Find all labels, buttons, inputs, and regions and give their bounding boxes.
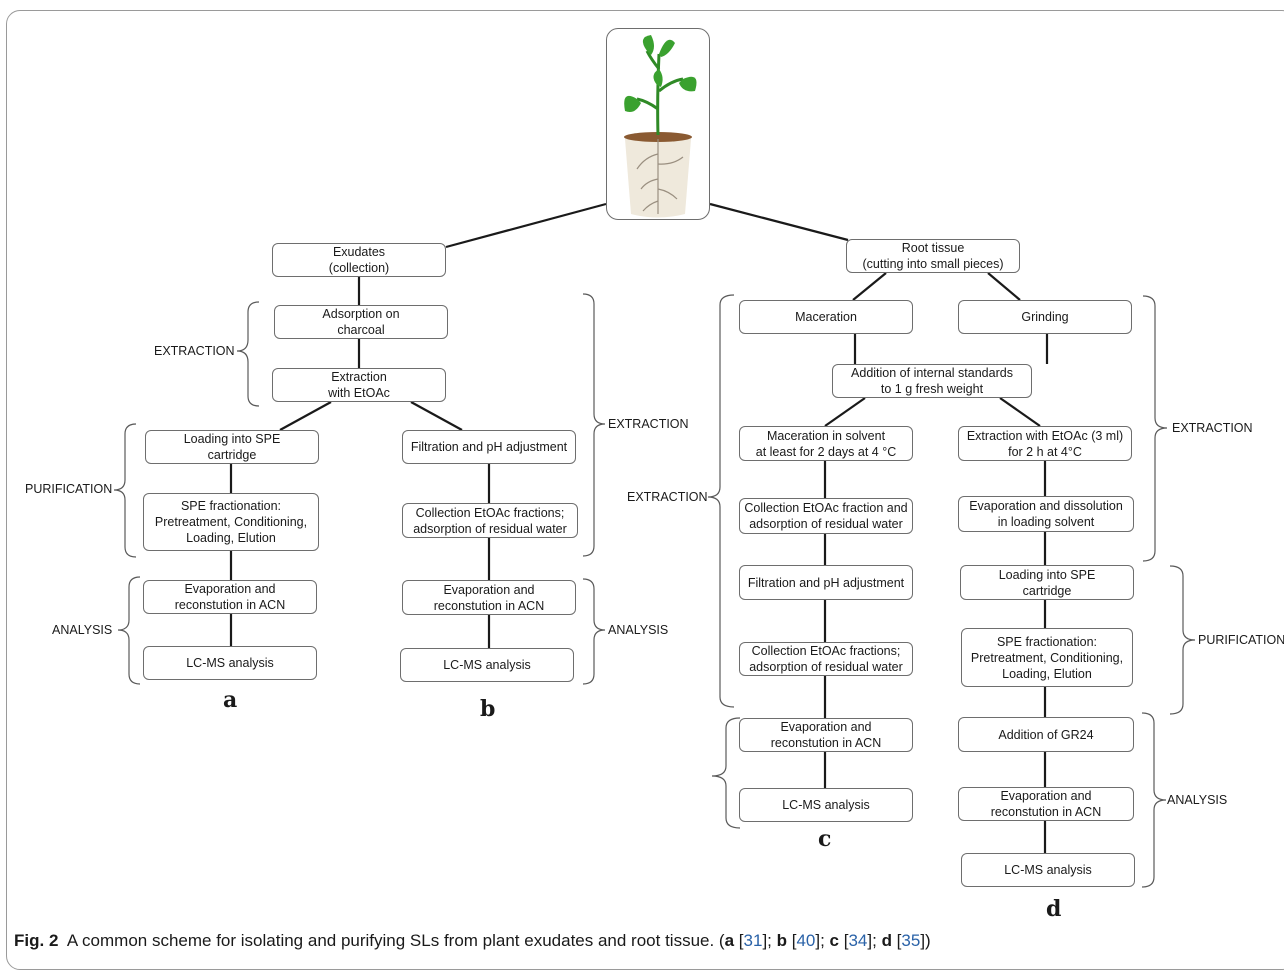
- evaporation-box-b: Evaporation and reconstution in ACN: [402, 580, 576, 615]
- plant-icon-graphic: [624, 35, 697, 218]
- stage-label-analysis-b: ANALYSIS: [608, 623, 669, 637]
- brace-c-extraction: [707, 294, 735, 708]
- figure-caption: Fig. 2 A common scheme for isolating and…: [14, 931, 931, 950]
- plant-with-roots-icon: [606, 28, 710, 220]
- caption-ref-link[interactable]: 40: [796, 931, 816, 950]
- stage-label-extraction-a: EXTRACTION: [154, 344, 235, 358]
- panel-letter-c: c: [818, 826, 832, 852]
- exudates-box: Exudates (collection): [272, 243, 446, 277]
- connector: [445, 202, 607, 249]
- panel-letter-a: a: [223, 687, 238, 713]
- brace-d-purification: [1169, 565, 1196, 715]
- extraction-etoac-box-d: Extraction with EtOAc (3 ml) for 2 h at …: [958, 426, 1132, 461]
- extraction-etoac-box: Extraction with EtOAc: [272, 368, 446, 402]
- stage-label-analysis-a: ANALYSIS: [52, 623, 113, 637]
- addition-gr24-box-d: Addition of GR24: [958, 717, 1134, 752]
- stage-label-extraction-c: EXTRACTION: [627, 490, 708, 504]
- connector: [999, 397, 1041, 427]
- brace-d-analysis: [1141, 712, 1167, 888]
- connector: [852, 272, 887, 301]
- caption-ref-link[interactable]: 31: [743, 931, 763, 950]
- panel-letter-d: d: [1046, 896, 1062, 922]
- brace-b-analysis: [582, 578, 606, 685]
- caption-label: Fig. 2: [14, 931, 59, 950]
- root-tissue-box: Root tissue (cutting into small pieces): [846, 239, 1020, 273]
- stage-label-purification-d: PURIFICATION: [1198, 633, 1284, 647]
- loading-spe-box-a: Loading into SPE cartridge: [145, 430, 319, 464]
- evaporation-box-d: Evaporation and reconstution in ACN: [958, 787, 1134, 821]
- evaporation-dissolution-box-d: Evaporation and dissolution in loading s…: [958, 496, 1134, 532]
- spe-fractionation-box-a: SPE fractionation: Pretreatment, Conditi…: [143, 493, 319, 551]
- panel-letter-b: b: [480, 696, 496, 722]
- caption-ref-letter: a: [724, 931, 735, 950]
- lcms-box-d: LC-MS analysis: [961, 853, 1135, 887]
- evaporation-box-c: Evaporation and reconstution in ACN: [739, 718, 913, 752]
- caption-text: A common scheme for isolating and purify…: [66, 931, 725, 950]
- caption-ref-letter: c: [829, 931, 840, 950]
- connector: [824, 397, 866, 427]
- maceration-solvent-box-c: Maceration in solvent at least for 2 day…: [739, 426, 913, 461]
- evaporation-box-a: Evaporation and reconstution in ACN: [143, 580, 317, 614]
- adsorption-charcoal-box: Adsorption on charcoal: [274, 305, 448, 339]
- collection-etoac-box-b: Collection EtOAc fractions; adsorption o…: [402, 503, 578, 538]
- filtration-ph-box-b: Filtration and pH adjustment: [402, 430, 576, 464]
- stage-label-analysis-d: ANALYSIS: [1167, 793, 1228, 807]
- stage-label-extraction-d: EXTRACTION: [1172, 421, 1253, 435]
- collection-etoac-box-c1: Collection EtOAc fraction and adsorption…: [739, 498, 913, 534]
- brace-c-analysis: [711, 717, 741, 829]
- stage-label-purification-a: PURIFICATION: [25, 482, 113, 496]
- loading-spe-box-d: Loading into SPE cartridge: [960, 565, 1134, 600]
- caption-ref-link[interactable]: 34: [848, 931, 868, 950]
- brace-a-purification: [113, 423, 137, 558]
- caption-ref-letter: b: [776, 931, 787, 950]
- connector: [987, 272, 1021, 301]
- lcms-box-c: LC-MS analysis: [739, 788, 913, 822]
- filtration-ph-box-c: Filtration and pH adjustment: [739, 565, 913, 600]
- lcms-box-a: LC-MS analysis: [143, 646, 317, 680]
- spe-fractionation-box-d: SPE fractionation: Pretreatment, Conditi…: [961, 628, 1133, 687]
- caption-ref-link[interactable]: 35: [901, 931, 921, 950]
- maceration-box: Maceration: [739, 300, 913, 334]
- lcms-box-b: LC-MS analysis: [400, 648, 574, 682]
- brace-b-extraction: [582, 293, 606, 557]
- caption-ref-letter: d: [881, 931, 892, 950]
- connector: [410, 401, 463, 431]
- brace-d-extraction: [1142, 295, 1168, 562]
- connector: [279, 401, 332, 431]
- stage-label-extraction-b: EXTRACTION: [608, 417, 689, 431]
- brace-a-extraction: [236, 301, 260, 407]
- internal-standards-box: Addition of internal standards to 1 g fr…: [832, 364, 1032, 398]
- collection-etoac-box-c2: Collection EtOAc fractions; adsorption o…: [739, 642, 913, 676]
- grinding-box: Grinding: [958, 300, 1132, 334]
- brace-a-analysis: [117, 576, 141, 685]
- connector: [709, 202, 849, 242]
